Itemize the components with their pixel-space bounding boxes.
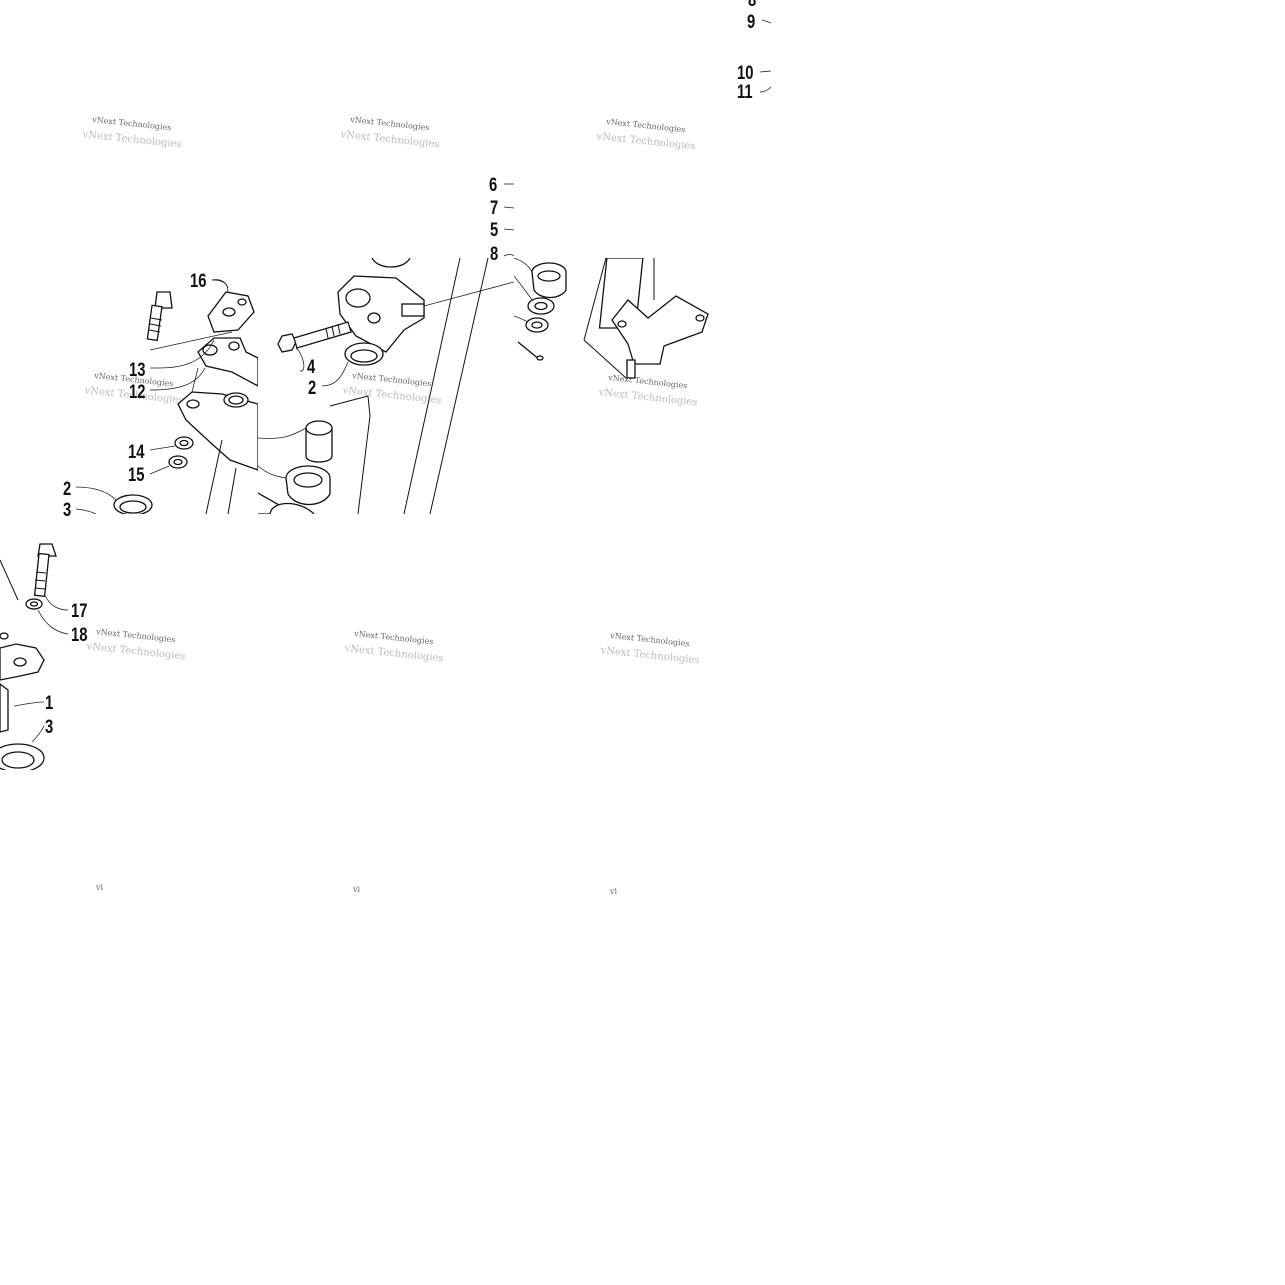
leader-ticks xyxy=(211,19,772,289)
bearing-2 xyxy=(113,494,153,514)
callout-3-bottom: 3 xyxy=(45,716,53,737)
watermark: vNext Technologies xyxy=(351,371,432,388)
callout-4: 4 xyxy=(307,356,316,377)
watermark-shadow: vNext Technologies xyxy=(341,385,442,406)
callout-9: 9 xyxy=(747,11,755,32)
spindle-bracket xyxy=(598,258,709,379)
callout-17: 17 xyxy=(71,600,87,621)
steering-knuckle xyxy=(337,275,425,353)
steering-arm-12 xyxy=(197,337,258,387)
watermark-shadow: vNext Technologies xyxy=(595,131,696,152)
callout-8: 8 xyxy=(490,243,498,264)
watermark-shadow: vNext Technologies xyxy=(81,129,182,150)
seal-2 xyxy=(344,342,384,366)
callout-2-left: 2 xyxy=(63,478,71,499)
callout-2-middle: 2 xyxy=(308,377,316,398)
callout-16: 16 xyxy=(190,270,206,291)
watermark-shadow: vNext Technologies xyxy=(599,645,700,666)
bolt-17 xyxy=(33,543,57,598)
watermark: vNext Technologies xyxy=(605,117,686,134)
callout-12: 12 xyxy=(129,381,145,402)
watermark: vNext Technologies xyxy=(609,631,690,648)
bushing xyxy=(305,420,333,463)
castle-nut xyxy=(525,317,549,333)
callout-11: 11 xyxy=(737,81,753,102)
cotter-pin xyxy=(517,341,544,361)
diagram-tile-left xyxy=(75,279,258,514)
watermark: vNext Technologies xyxy=(95,627,176,644)
watermark-layer: vNext Technologies vNext Technologies vN… xyxy=(81,115,700,896)
callout-6: 6 xyxy=(489,174,497,195)
callout-10: 10 xyxy=(737,62,753,83)
washer-18 xyxy=(25,598,43,610)
watermark-fragment: vi xyxy=(609,887,618,896)
watermark: vNext Technologies xyxy=(607,373,688,390)
watermark: vNext Technologies xyxy=(353,629,434,646)
bearing-lower xyxy=(285,465,331,506)
watermark: vNext Technologies xyxy=(91,115,172,132)
callout-7: 7 xyxy=(490,197,498,218)
callout-1: 1 xyxy=(45,692,53,713)
bearing-cup xyxy=(531,262,567,299)
bolt-4 xyxy=(277,321,352,353)
tie-rod-end xyxy=(258,492,315,514)
callout-14: 14 xyxy=(128,441,145,462)
diagram-tile-bottom-left xyxy=(0,543,69,770)
watermark: vNext Technologies xyxy=(349,115,430,132)
callout-3-left: 3 xyxy=(63,499,71,520)
callout-8-top: 8 xyxy=(748,0,756,10)
bolt-13 xyxy=(146,291,173,342)
washer-14 xyxy=(174,436,194,450)
callout-5: 5 xyxy=(490,219,498,240)
diagram-tile-middle xyxy=(258,258,514,514)
clamp-16 xyxy=(207,291,255,333)
callout-18: 18 xyxy=(71,624,87,645)
nut-15 xyxy=(168,455,188,469)
washer xyxy=(527,297,555,315)
callout-13: 13 xyxy=(129,359,145,380)
watermark-fragment: vi xyxy=(95,883,104,892)
callout-15: 15 xyxy=(128,464,144,485)
pitman-arm xyxy=(177,391,258,471)
callout-labels: 8 9 10 11 6 7 5 8 16 13 12 14 15 2 3 4 2… xyxy=(45,0,756,737)
watermark-shadow: vNext Technologies xyxy=(339,129,440,150)
diagram-tile-right xyxy=(514,258,709,379)
watermark-shadow: vNext Technologies xyxy=(597,387,698,408)
watermark-fragment: vi xyxy=(352,885,361,894)
watermark-shadow: vNext Technologies xyxy=(343,643,444,664)
watermark-shadow: vNext Technologies xyxy=(85,641,186,662)
